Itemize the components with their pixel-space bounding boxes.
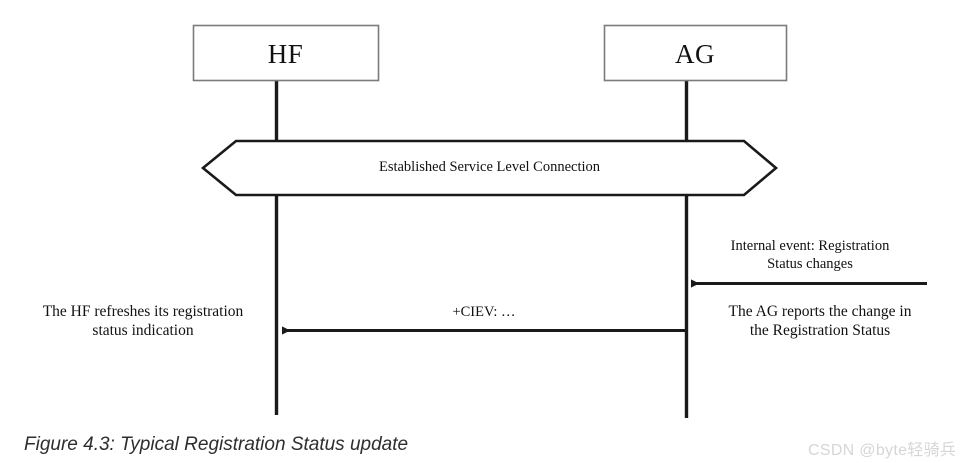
figure-caption: Figure 4.3: Typical Registration Status … xyxy=(24,434,409,455)
annotation-hf-note: The HF refreshes its registration status… xyxy=(42,303,244,339)
message-label-ciev: +CIEV: … xyxy=(452,304,516,320)
state-banner-label: Established Service Level Connection xyxy=(378,159,601,175)
entity-label-ag: AG xyxy=(675,39,715,69)
watermark: CSDN @byte轻骑兵 xyxy=(808,442,957,459)
entity-label-hf: HF xyxy=(267,39,304,69)
entity-box-hf[interactable] xyxy=(192,24,380,82)
message-label-internal-event: Internal event: Registration Status chan… xyxy=(730,238,890,272)
entity-box-ag[interactable] xyxy=(603,24,788,82)
state-banner-shape xyxy=(200,139,779,197)
annotation-ag-note: The AG reports the change in the Registr… xyxy=(728,303,912,339)
